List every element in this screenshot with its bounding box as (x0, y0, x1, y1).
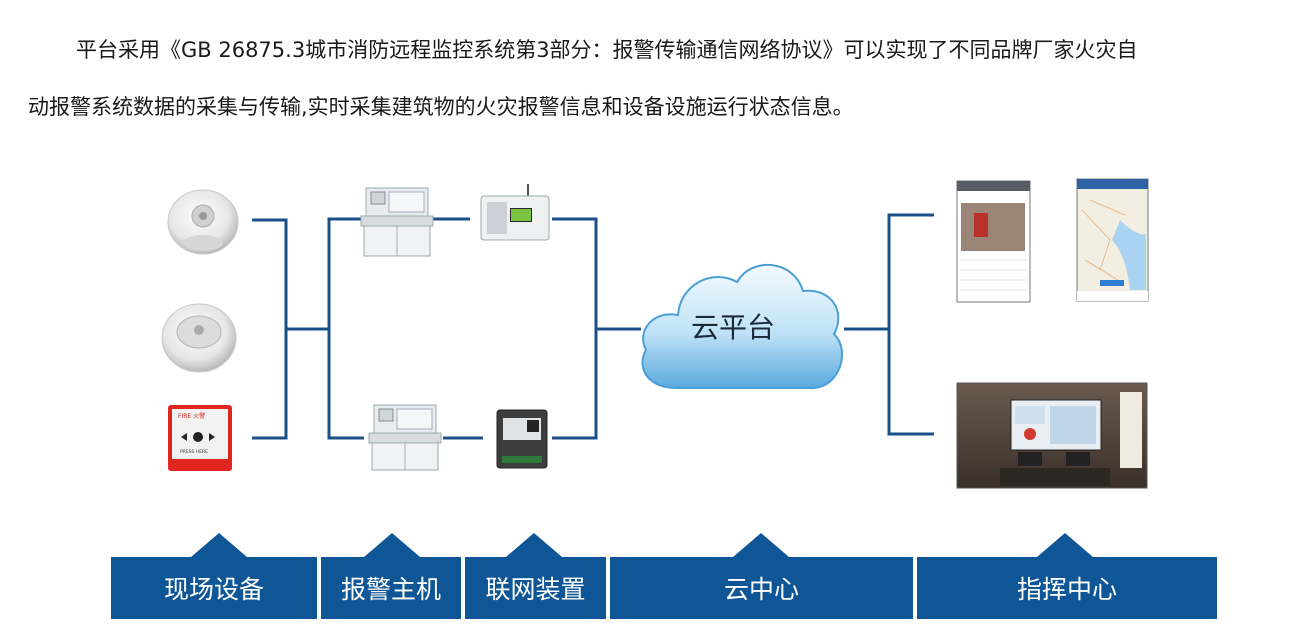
alarm-host-icon (360, 187, 434, 257)
category-command-center: 指挥中心 (917, 557, 1217, 619)
category-cloud-center: 云中心 (610, 557, 913, 619)
pointer-triangle (191, 533, 247, 557)
manual-alarm-button-icon: FIRE 火警 PRESS HERE (168, 405, 232, 471)
heat-detector-icon (161, 303, 237, 373)
press-here-label: PRESS HERE (180, 449, 208, 455)
alarm-host-icon (368, 404, 442, 471)
pointer-triangle (733, 533, 789, 557)
detector-bracket (252, 218, 288, 440)
data-transmission-unit-icon (496, 409, 548, 469)
connection-lines (252, 213, 934, 440)
intro-line-1: 平台采用《GB 26875.3城市消防远程监控系统第3部分：报警传输通信网络协议… (76, 38, 1138, 62)
category-field-devices: 现场设备 (111, 557, 317, 619)
category-alarm-host: 报警主机 (321, 557, 461, 619)
category-network-device: 联网装置 (465, 557, 606, 619)
mobile-app-screenshot (956, 180, 1031, 303)
pointer-triangle (506, 533, 562, 557)
network-gateway-icon (480, 184, 550, 241)
cloud-platform-icon (641, 263, 844, 390)
smoke-detector-icon (167, 189, 239, 255)
pointer-triangle (364, 533, 420, 557)
cloud-platform-label: 云平台 (690, 311, 775, 344)
fire-button-label: FIRE 火警 (178, 412, 205, 420)
mobile-map-screenshot (1076, 178, 1149, 302)
command-center-photo (956, 382, 1148, 489)
intro-line-2: 动报警系统数据的采集与传输,实时采集建筑物的火灾报警信息和设备设施运行状态信息。 (28, 95, 854, 119)
host-bracket (327, 217, 364, 440)
command-bracket (887, 213, 934, 436)
pointer-triangle (1037, 533, 1093, 557)
gateway-bracket (552, 217, 598, 440)
